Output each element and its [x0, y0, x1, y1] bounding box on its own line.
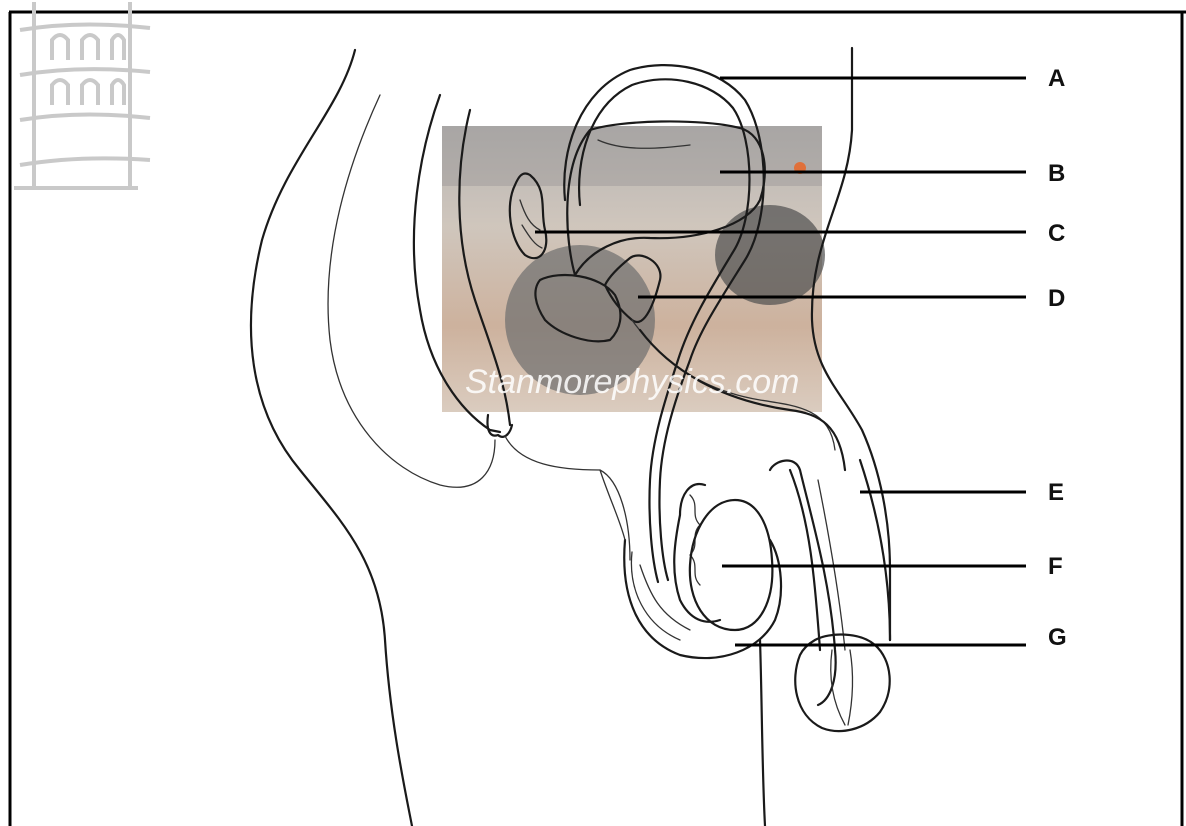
- labels: A B C D E F G: [1048, 65, 1067, 651]
- label-g: G: [1048, 624, 1067, 651]
- watermark-text: Stanmorephysics.com: [465, 363, 799, 401]
- tower-logo-icon: [14, 2, 150, 190]
- label-f: F: [1048, 553, 1063, 580]
- label-b: B: [1048, 160, 1065, 187]
- label-a: A: [1048, 65, 1065, 92]
- label-c: C: [1048, 220, 1065, 247]
- label-e: E: [1048, 479, 1064, 506]
- label-d: D: [1048, 285, 1065, 312]
